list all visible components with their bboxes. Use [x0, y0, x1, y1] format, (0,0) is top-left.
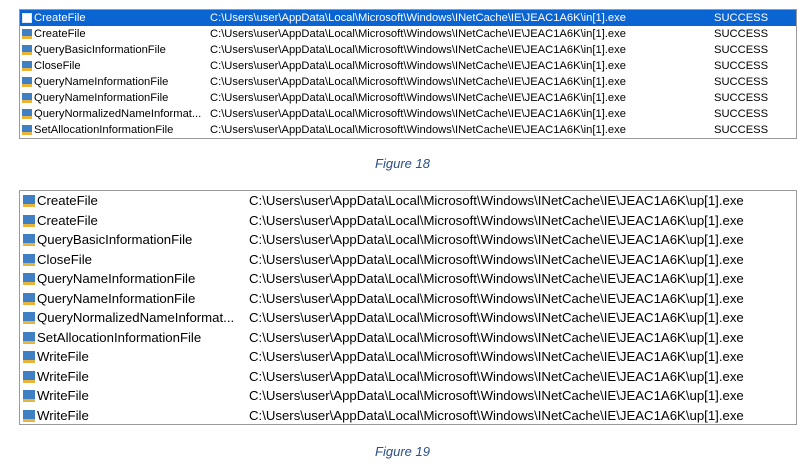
path-cell: C:\Users\user\AppData\Local\Microsoft\Wi…: [210, 60, 626, 72]
operation-cell: WriteFile: [37, 349, 89, 364]
result-cell: SUCCESS: [714, 60, 769, 72]
file-system-icon: [22, 45, 32, 55]
path-cell: C:\Users\user\AppData\Local\Microsoft\Wi…: [249, 329, 744, 345]
operation-cell: CloseFile: [34, 60, 81, 72]
path-cell: C:\Users\user\AppData\Local\Microsoft\Wi…: [210, 92, 626, 104]
file-system-icon: [23, 390, 35, 402]
file-system-icon: [22, 29, 32, 39]
operation-cell: QueryNameInformationFile: [34, 76, 169, 88]
path-cell: C:\Users\user\AppData\Local\Microsoft\Wi…: [249, 290, 744, 306]
event-row[interactable]: QueryNameInformationFile C:\Users\user\Ap…: [20, 74, 796, 90]
file-system-icon: [23, 273, 35, 285]
operation-cell: QueryNameInformationFile: [37, 271, 196, 286]
path-cell: C:\Users\user\AppData\Local\Microsoft\Wi…: [249, 368, 744, 384]
path-cell: C:\Users\user\AppData\Local\Microsoft\Wi…: [249, 251, 744, 267]
event-row[interactable]: QueryBasicInformationFile C:\Users\user\A…: [20, 230, 796, 250]
operation-cell: WriteFile: [37, 388, 89, 403]
operation-cell: QueryBasicInformationFile: [34, 44, 166, 56]
path-cell: C:\Users\user\AppData\Local\Microsoft\Wi…: [249, 388, 744, 403]
file-system-icon: [23, 312, 35, 324]
file-system-icon: [22, 77, 32, 87]
event-row[interactable]: CloseFile C:\Users\user\AppData\Local\Mic…: [20, 58, 796, 74]
file-system-icon: [23, 351, 35, 363]
file-system-icon: [23, 409, 35, 422]
result-cell: SUCCESS: [714, 76, 769, 88]
operation-cell: CreateFile: [34, 12, 86, 24]
operation-cell: CreateFile: [37, 212, 98, 228]
operation-cell: QueryNormalizedNameInformat...: [37, 310, 235, 325]
path-cell: C:\Users\user\AppData\Local\Microsoft\Wi…: [249, 349, 744, 364]
result-cell: SUCCESS: [714, 44, 769, 56]
path-cell: C:\Users\user\AppData\Local\Microsoft\Wi…: [249, 407, 744, 423]
operation-cell: QueryBasicInformationFile: [37, 232, 193, 247]
file-system-icon: [23, 234, 35, 246]
path-cell: C:\Users\user\AppData\Local\Microsoft\Wi…: [210, 124, 626, 136]
operation-cell: QueryNameInformationFile: [37, 290, 196, 306]
file-system-icon: [23, 331, 35, 344]
event-row[interactable]: WriteFile C:\Users\user\AppData\Local\Mic…: [20, 347, 796, 367]
figure-18-caption: Figure 18: [375, 156, 430, 171]
result-cell: SUCCESS: [714, 92, 769, 104]
file-system-icon: [23, 370, 35, 383]
event-row[interactable]: WriteFile C:\Users\user\AppData\Local\Mic…: [20, 386, 796, 406]
path-cell: C:\Users\user\AppData\Local\Microsoft\Wi…: [249, 310, 744, 325]
file-system-icon: [23, 195, 35, 207]
path-cell: C:\Users\user\AppData\Local\Microsoft\Wi…: [210, 12, 626, 24]
file-system-icon: [23, 253, 35, 266]
figure-19-caption: Figure 19: [375, 444, 430, 459]
path-cell: C:\Users\user\AppData\Local\Microsoft\Wi…: [210, 76, 626, 88]
event-row[interactable]: CreateFile C:\Users\user\AppData\Local\Mi…: [20, 211, 796, 231]
event-row[interactable]: QueryNormalizedNameInformat... C:\Users\u…: [20, 106, 796, 122]
event-row[interactable]: QueryNormalizedNameInformat... C:\Users\u…: [20, 308, 796, 328]
event-row[interactable]: CreateFile C:\Users\user\AppData\Local\Mi…: [20, 10, 796, 26]
path-cell: C:\Users\user\AppData\Local\Microsoft\Wi…: [249, 232, 744, 247]
event-row[interactable]: QueryNameInformationFile C:\Users\user\Ap…: [20, 90, 796, 106]
file-system-icon: [22, 125, 32, 135]
operation-cell: QueryNormalizedNameInformat...: [34, 108, 202, 120]
operation-cell: WriteFile: [37, 407, 89, 423]
file-system-icon: [22, 61, 32, 71]
event-row[interactable]: QueryNameInformationFile C:\Users\user\Ap…: [20, 289, 796, 309]
event-row[interactable]: WriteFile C:\Users\user\AppData\Local\Mic…: [20, 406, 796, 426]
file-system-icon: [22, 109, 32, 119]
result-cell: SUCCESS: [714, 108, 769, 120]
event-row[interactable]: CloseFile C:\Users\user\AppData\Local\Mic…: [20, 250, 796, 270]
operation-cell: CreateFile: [34, 28, 86, 40]
event-row[interactable]: SetAllocationInformationFile C:\Users\use…: [20, 328, 796, 348]
file-system-icon: [22, 13, 32, 23]
event-row[interactable]: QueryNameInformationFile C:\Users\user\Ap…: [20, 269, 796, 289]
operation-cell: CreateFile: [37, 193, 98, 208]
operation-cell: SetAllocationInformationFile: [34, 124, 174, 136]
path-cell: C:\Users\user\AppData\Local\Microsoft\Wi…: [210, 44, 626, 56]
operation-cell: WriteFile: [37, 368, 89, 384]
path-cell: C:\Users\user\AppData\Local\Microsoft\Wi…: [210, 108, 626, 120]
path-cell: C:\Users\user\AppData\Local\Microsoft\Wi…: [249, 271, 744, 286]
path-cell: C:\Users\user\AppData\Local\Microsoft\Wi…: [249, 212, 744, 228]
event-row[interactable]: CreateFile C:\Users\user\AppData\Local\Mi…: [20, 26, 796, 42]
path-cell: C:\Users\user\AppData\Local\Microsoft\Wi…: [210, 28, 626, 40]
file-system-icon: [22, 93, 32, 103]
result-cell: SUCCESS: [714, 28, 769, 40]
event-row[interactable]: CreateFile C:\Users\user\AppData\Local\Mi…: [20, 191, 796, 211]
operation-cell: CloseFile: [37, 251, 92, 267]
operation-cell: QueryNameInformationFile: [34, 92, 169, 104]
file-system-icon: [23, 292, 35, 305]
event-row[interactable]: QueryBasicInformationFile C:\Users\user\A…: [20, 42, 796, 58]
path-cell: C:\Users\user\AppData\Local\Microsoft\Wi…: [249, 193, 744, 208]
result-cell: SUCCESS: [714, 12, 769, 24]
operation-cell: SetAllocationInformationFile: [37, 329, 202, 345]
event-row[interactable]: SetAllocationInformationFile C:\Users\use…: [20, 122, 796, 138]
file-system-icon: [23, 214, 35, 227]
result-cell: SUCCESS: [714, 124, 769, 136]
event-row[interactable]: WriteFile C:\Users\user\AppData\Local\Mic…: [20, 367, 796, 387]
